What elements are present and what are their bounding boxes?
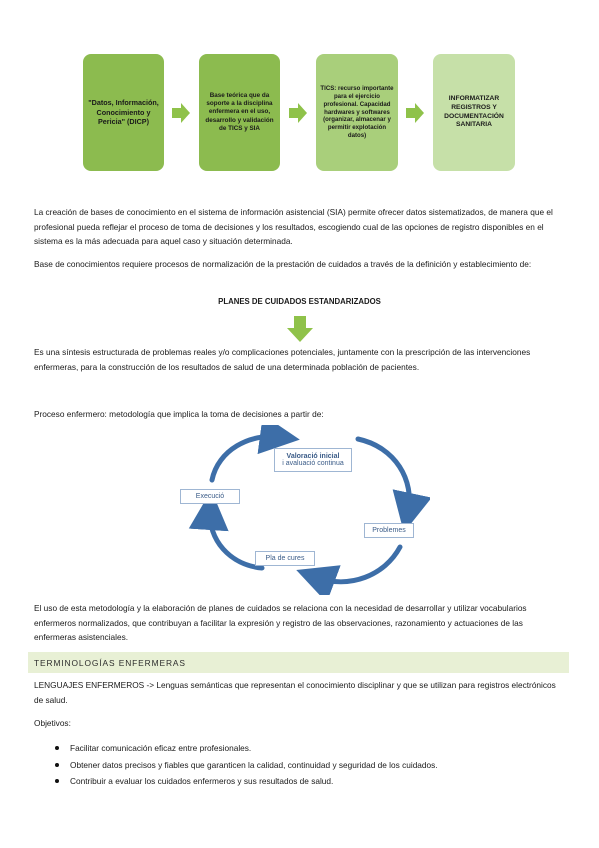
flow-box-base-teorica-text: Base teórica que da soporte a la discipl… (205, 92, 274, 132)
flow-box-tics: TICS: recurso importante para el ejercic… (316, 54, 398, 171)
flow-box-informatizar: INFORMATIZAR REGISTROS Y DOCUMENTACIÓN S… (433, 54, 515, 171)
cycle-valoracio-line1: Valoració inicial (286, 453, 340, 460)
cycle-valoracio-line2: i avaluació continua (282, 460, 344, 467)
section-header-bar (28, 652, 569, 673)
objetivo-text: Contribuir a evaluar los cuidados enferm… (70, 776, 334, 786)
objetivo-text: Obtener datos precisos y fiables que gar… (70, 759, 438, 770)
bullet-icon (55, 746, 59, 750)
list-item: Contribuir a evaluar los cuidados enferm… (50, 773, 438, 790)
paragraph-proceso-enfermero: Proceso enfermero: metodología que impli… (34, 409, 324, 419)
bullet-icon (55, 762, 59, 767)
list-item: Facilitar comunicación eficaz entre prof… (50, 740, 438, 757)
flow-box-base-teorica: Base teórica que da soporte a la discipl… (199, 54, 280, 171)
cycle-execucio-label: Execució (195, 493, 225, 500)
bullet-icon (55, 779, 59, 783)
cycle-box-valoracio: Valoració inicial i avaluació continua (274, 448, 352, 472)
cycle-problemes-label: Problemes (372, 527, 406, 534)
cycle-box-problemes: Problemes (364, 523, 414, 538)
nursing-process-cycle-arrows (188, 425, 430, 595)
flow-box-dicp: "Datos, Información, Conocimiento y Peri… (83, 54, 164, 171)
paragraph-base-conocimientos: Base de conocimientos requiere procesos … (34, 259, 532, 269)
cycle-pla-label: Pla de cures (265, 555, 305, 562)
cycle-arrow-problemes-to-pla (296, 544, 403, 595)
cycle-arrow-pla-to-execucio (188, 490, 265, 571)
cycle-box-pla-de-cures: Pla de cures (255, 551, 315, 566)
paragraph-metodologia: El uso de esta metodología y la elaborac… (34, 603, 527, 642)
flow-arrow-right-icon (406, 103, 424, 123)
paragraph-planes-definicion: Es una síntesis estructurada de problema… (34, 347, 531, 372)
flow-arrow-right-icon (289, 103, 307, 123)
planes-cuidados-title: PLANES DE CUIDADOS ESTANDARIZADOS (218, 297, 381, 306)
cycle-arrow-valoracio-to-problemes (355, 436, 430, 533)
paragraph-sia: La creación de bases de conocimiento en … (34, 207, 553, 246)
arrow-down-icon (287, 316, 313, 342)
section-title-terminologias: TERMINOLOGÍAS ENFERMERAS (34, 658, 186, 668)
flow-box-dicp-text: "Datos, Información, Conocimiento y Peri… (88, 98, 159, 127)
flow-box-tics-text: TICS: recurso importante para el ejercic… (320, 85, 394, 139)
paragraph-lenguajes-enfermeros: LENGUAJES ENFERMEROS -> Lenguas semántic… (34, 680, 556, 705)
objetivo-text: Facilitar comunicación eficaz entre prof… (70, 743, 252, 753)
objetivos-heading: Objetivos: (34, 718, 71, 728)
objetivos-list: Facilitar comunicación eficaz entre prof… (50, 740, 438, 790)
cycle-arrow-execucio-to-valoracio (209, 425, 300, 483)
flow-box-informatizar-text: INFORMATIZAR REGISTROS Y DOCUMENTACIÓN S… (444, 95, 504, 129)
list-item: Obtener datos precisos y fiables que gar… (50, 757, 438, 774)
flow-arrow-right-icon (172, 103, 190, 123)
cycle-box-execucio: Execució (180, 489, 240, 504)
